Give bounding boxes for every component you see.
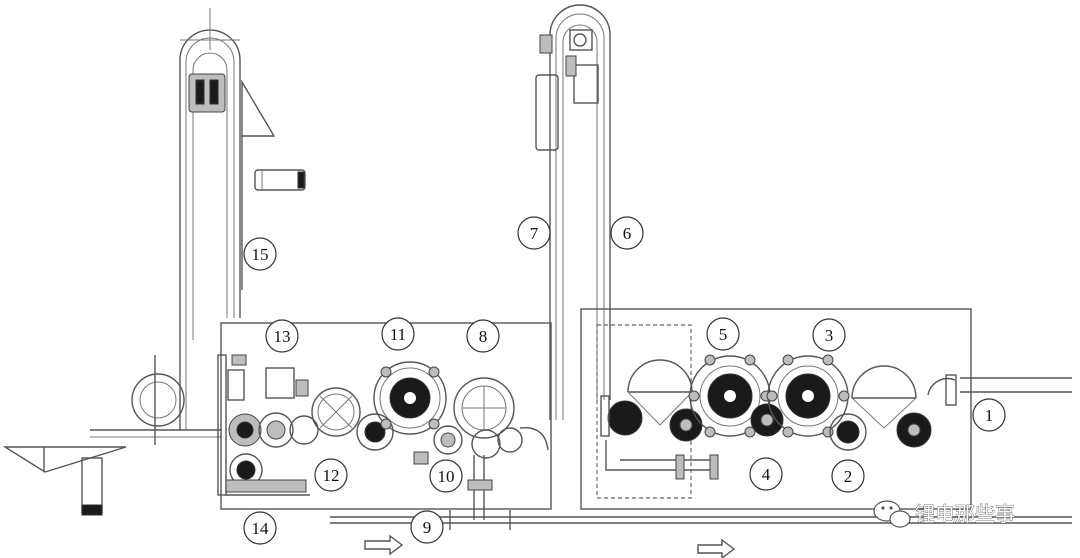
flow-arrow-right (697, 538, 736, 558)
wechat-icon (873, 500, 911, 528)
label-14-text: 14 (252, 519, 270, 538)
label-1: 1 (972, 398, 1006, 432)
left-feeder (2, 355, 222, 516)
label-2: 2 (831, 459, 865, 493)
label-11-text: 11 (390, 325, 406, 344)
label-14: 14 (243, 511, 277, 545)
label-9-text: 9 (423, 518, 432, 537)
label-4: 4 (749, 457, 783, 491)
watermark-text: 锂电那些事 (915, 502, 1015, 526)
label-15: 15 (243, 237, 277, 271)
middle-tower (535, 4, 611, 420)
label-8: 8 (466, 319, 500, 353)
label-10: 10 (429, 459, 463, 493)
label-9: 9 (410, 510, 444, 544)
watermark: 锂电那些事 (873, 500, 1015, 528)
label-13-text: 13 (274, 327, 291, 346)
right-machine (580, 308, 1072, 510)
label-13: 13 (265, 319, 299, 353)
label-3: 3 (812, 318, 846, 352)
label-12: 12 (314, 458, 348, 492)
label-3-text: 3 (825, 326, 834, 345)
label-8-text: 8 (479, 327, 488, 346)
left-tower (179, 8, 306, 430)
label-5: 5 (706, 317, 740, 351)
label-15-text: 15 (252, 245, 269, 264)
label-7: 7 (517, 216, 551, 250)
flow-arrow-left (364, 534, 404, 556)
label-4-text: 4 (762, 465, 771, 484)
label-11: 11 (381, 317, 415, 351)
left-machine (217, 322, 552, 520)
label-5-text: 5 (719, 325, 728, 344)
label-1-text: 1 (985, 406, 994, 425)
label-10-text: 10 (438, 467, 455, 486)
label-7-text: 7 (530, 224, 539, 243)
label-6: 6 (610, 216, 644, 250)
bottom-conveyor (330, 510, 1072, 530)
label-12-text: 12 (323, 466, 340, 485)
label-6-text: 6 (623, 224, 632, 243)
label-2-text: 2 (844, 467, 853, 486)
